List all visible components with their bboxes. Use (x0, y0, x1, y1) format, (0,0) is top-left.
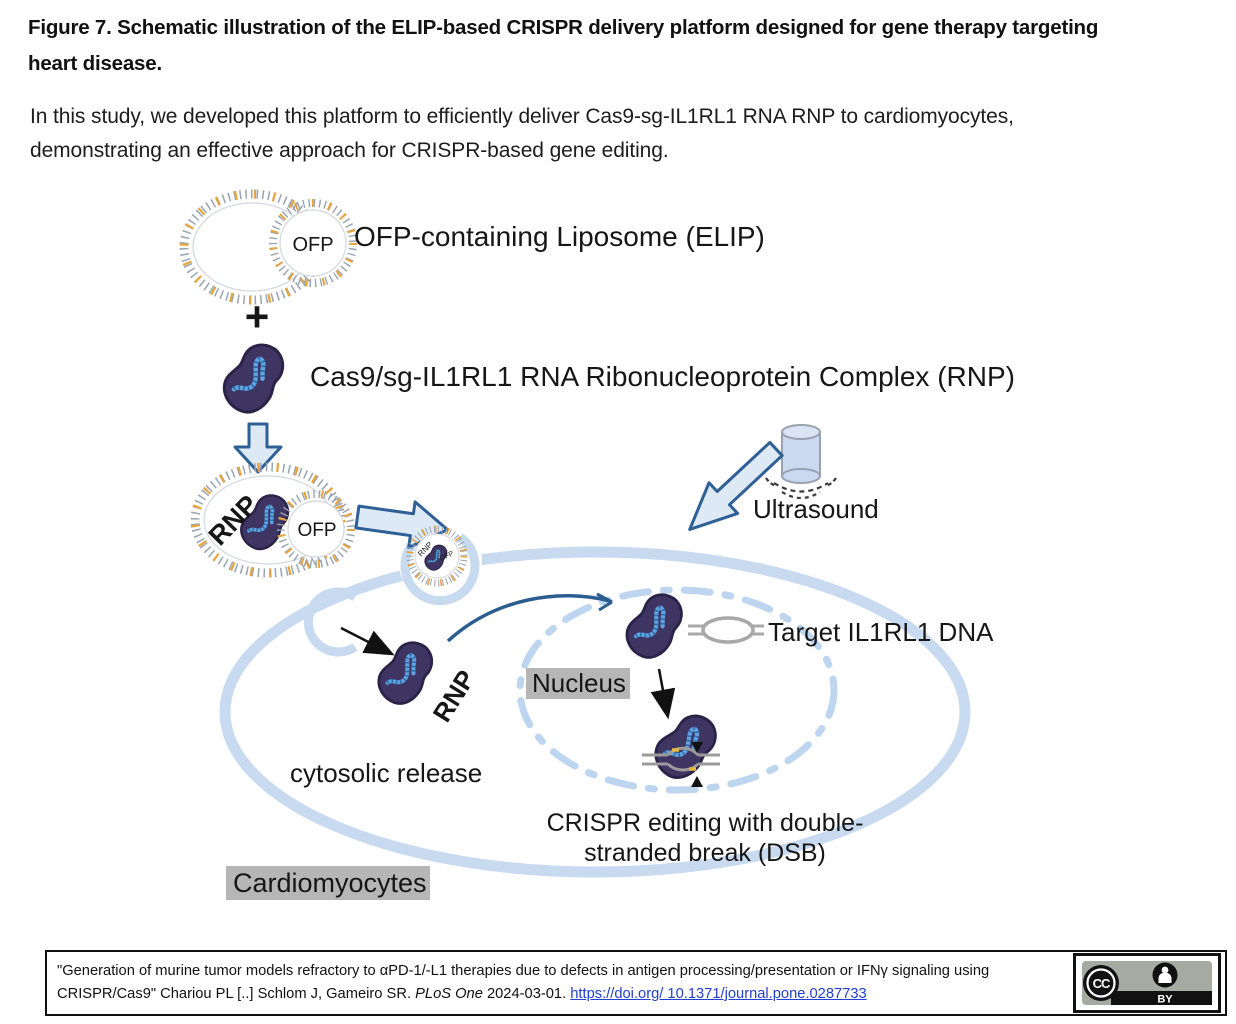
citation-text: "Generation of murine tumor models refra… (47, 956, 1073, 1010)
citation-line1: "Generation of murine tumor models refra… (57, 963, 990, 979)
figure-caption-title-line1: Figure 7. Schematic illustration of the … (28, 16, 1099, 39)
attribution-person-icon (1152, 962, 1178, 988)
figure-caption-title: Figure 7. Schematic illustration of the … (28, 10, 1228, 82)
crispr-editing-line1: CRISPR editing with double- (547, 809, 864, 837)
target-dna-label: Target IL1RL1 DNA (768, 617, 994, 647)
elip-label: OFP-containing Liposome (ELIP) (354, 221, 765, 252)
cardiomyocytes-label: Cardiomyocytes (233, 868, 427, 898)
rnp-liposome-icon: RNP OFP (190, 462, 355, 578)
dsb-cut-mark-top (691, 742, 703, 753)
figure-description-line2: demonstrating an effective approach for … (30, 139, 669, 162)
cardiomyocytes-label-bg (226, 866, 430, 900)
release-arrow (340, 626, 395, 656)
endocytosis-pocket (400, 533, 480, 606)
ofp-tag-text: OFP (297, 520, 336, 541)
cytosolic-release-label: cytosolic release (290, 758, 482, 788)
plus-sign: + (245, 293, 270, 340)
ultrasound-transducer-icon (781, 424, 821, 484)
target-dna-icon (688, 616, 764, 644)
dsb-cut-mark-bottom (691, 776, 703, 787)
ultrasound-waves-icon (765, 477, 837, 500)
nucleus-label: Nucleus (532, 668, 626, 698)
rnp-complex-label: Cas9/sg-IL1RL1 RNA Ribonucleoprotein Com… (310, 361, 1015, 392)
ofp-droplet-icon: OFP (277, 490, 355, 568)
small-liposome-icon: RNP OFP (406, 525, 468, 587)
cc-logo-text: CC (1093, 976, 1111, 991)
figure-description: In this study, we developed this platfor… (30, 100, 1170, 168)
dsb-dna-icon (642, 746, 720, 772)
crispr-editing-line2: stranded break (DSB) (584, 839, 826, 867)
block-arrow-ultrasound (688, 440, 784, 531)
nucleus-label-bg (526, 668, 630, 699)
nucleus-outline (516, 586, 838, 794)
rnp-tag-text-cytosol: RNP (427, 665, 482, 727)
nuclear-entry-arrow (446, 592, 613, 643)
dsb-rnp-blob-icon (652, 710, 718, 783)
elip-liposome-icon: OFP (179, 189, 357, 305)
cc-by-license-icon[interactable]: CC BY (1073, 953, 1221, 1013)
citation-line2: CRISPR/Cas9" Chariou PL [..] Schlom J, G… (57, 983, 1065, 1006)
cc-by-text: BY (1157, 994, 1173, 1006)
block-arrow-down (233, 422, 283, 474)
ofp-tag-text: OFP (292, 234, 333, 256)
editing-arrow (650, 668, 676, 720)
citation-authors: CRISPR/Cas9" Chariou PL [..] Schlom J, G… (57, 986, 416, 1002)
rnp-blob-icon (224, 345, 282, 412)
citation-journal: PLoS One (415, 986, 483, 1002)
citation-box: "Generation of murine tumor models refra… (45, 950, 1227, 1016)
ultrasound-label: Ultrasound (753, 494, 879, 524)
nucleus-rnp-blob-icon (627, 595, 681, 658)
citation-date: 2024-03-01. (482, 986, 571, 1002)
ofp-droplet-icon: OFP (269, 199, 357, 287)
figure-description-line1: In this study, we developed this platfor… (30, 105, 1014, 128)
endosome-arc (303, 587, 358, 657)
doi-link[interactable]: https://doi.org/ 10.1371/journal.pone.02… (570, 986, 867, 1002)
figure-caption-title-line2: heart disease. (28, 52, 162, 75)
